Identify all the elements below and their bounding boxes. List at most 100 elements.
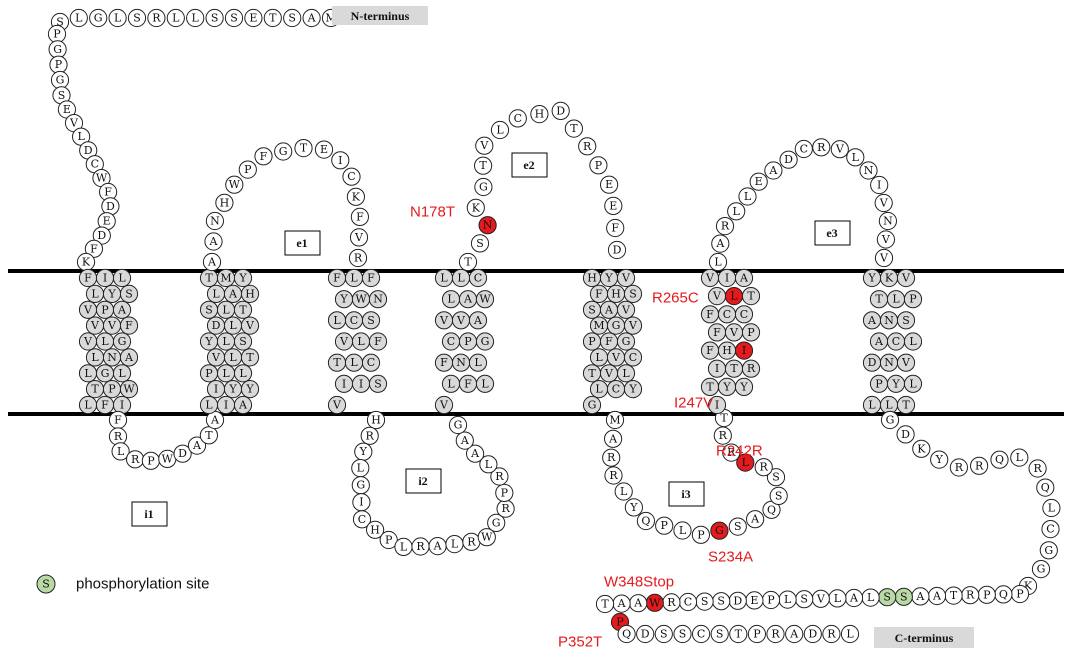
- svg-text:I: I: [103, 272, 107, 285]
- svg-text:H: H: [371, 414, 381, 427]
- residue-tm7: P: [869, 374, 889, 393]
- residue-tm5: A: [599, 300, 619, 319]
- svg-text:I: I: [214, 383, 218, 396]
- svg-text:R: R: [467, 535, 476, 548]
- residue-i3: P: [691, 525, 711, 544]
- svg-text:K: K: [472, 201, 481, 214]
- svg-text:A: A: [617, 597, 627, 610]
- svg-text:A: A: [124, 351, 134, 364]
- legend: S phosphorylation site: [36, 574, 209, 594]
- svg-text:A: A: [768, 164, 778, 177]
- residue-tm6: V: [724, 323, 744, 342]
- svg-text:E: E: [750, 594, 758, 607]
- residue-tm4: W: [475, 290, 495, 309]
- svg-text:C: C: [447, 335, 455, 348]
- residue-c-tail-b: P: [1010, 584, 1030, 604]
- svg-text:V: V: [835, 143, 845, 156]
- residue-c-tail-b: R: [961, 586, 980, 605]
- svg-text:L: L: [485, 458, 493, 471]
- svg-text:F: F: [706, 344, 714, 357]
- residue-e3: N: [859, 161, 878, 180]
- residue-i2: H: [366, 410, 386, 430]
- svg-text:V: V: [879, 252, 889, 265]
- residue-i3: G: [710, 521, 729, 540]
- svg-text:A: A: [210, 414, 220, 427]
- svg-text:V: V: [621, 303, 631, 316]
- residue-tm3: W: [351, 290, 371, 309]
- residue-tm7: V: [896, 268, 916, 288]
- svg-text:H: H: [370, 523, 380, 536]
- svg-text:L: L: [400, 540, 408, 553]
- svg-text:F: F: [706, 308, 714, 321]
- svg-text:P: P: [595, 159, 603, 172]
- residue-tm7: K: [879, 268, 899, 288]
- svg-text:D: D: [868, 356, 877, 369]
- svg-text:L: L: [333, 314, 341, 327]
- svg-text:P: P: [983, 588, 991, 601]
- svg-text:P: P: [616, 616, 624, 629]
- svg-text:L: L: [77, 130, 85, 143]
- residue-c-tail-a: Q: [990, 450, 1009, 469]
- residue-tm1: F: [78, 268, 98, 288]
- residue-c-tail-b: S: [795, 590, 814, 609]
- residue-tm1: L: [112, 364, 132, 383]
- svg-text:e1: e1: [296, 236, 307, 250]
- residue-n-tail: L: [69, 8, 88, 28]
- mutation-label-n178t: N178T: [410, 204, 455, 221]
- svg-text:S: S: [476, 237, 484, 250]
- svg-text:L: L: [885, 399, 893, 412]
- residue-tm1: V: [85, 316, 105, 335]
- svg-text:M: M: [220, 272, 231, 285]
- svg-text:T: T: [570, 122, 578, 135]
- svg-text:G: G: [622, 335, 631, 348]
- svg-text:A: A: [789, 628, 799, 641]
- residue-e1: P: [238, 160, 257, 179]
- mutation-label-p352t: P352T: [558, 634, 602, 651]
- svg-text:G: G: [101, 367, 110, 380]
- mutation-label-s234a: S234A: [708, 549, 753, 566]
- residue-c-tail-b: L: [778, 590, 797, 609]
- residue-c-tail-c: D: [803, 624, 822, 644]
- residue-tm1: Y: [102, 284, 122, 303]
- residue-tm6: Y: [734, 377, 754, 396]
- svg-text:S: S: [629, 287, 637, 300]
- residue-i3: L: [736, 453, 755, 472]
- residue-i1: D: [173, 444, 192, 463]
- svg-text:S: S: [58, 89, 66, 102]
- residue-tm4: F: [434, 353, 454, 372]
- residue-c-tail-c: S: [673, 624, 692, 644]
- residue-e3: L: [708, 252, 728, 272]
- svg-text:K: K: [885, 272, 894, 285]
- svg-text:H: H: [535, 108, 545, 121]
- svg-text:L: L: [852, 151, 860, 164]
- svg-text:Y: Y: [359, 445, 368, 458]
- residue-tm5: V: [616, 268, 636, 288]
- residue-e1: R: [348, 248, 368, 268]
- svg-text:R: R: [609, 469, 618, 482]
- residue-n-tail: L: [108, 8, 127, 28]
- residue-n-loop: P: [47, 24, 67, 44]
- svg-text:T: T: [246, 351, 254, 364]
- svg-text:P: P: [385, 534, 393, 547]
- svg-text:S: S: [883, 591, 891, 604]
- svg-text:T: T: [205, 272, 213, 285]
- svg-text:F: F: [440, 356, 448, 369]
- svg-text:V: V: [83, 335, 93, 348]
- svg-text:S: S: [588, 303, 596, 316]
- residue-tm6: I: [707, 395, 727, 415]
- svg-text:H: H: [587, 272, 597, 285]
- svg-text:Q: Q: [767, 503, 776, 516]
- residue-tm1: F: [95, 395, 115, 415]
- svg-text:P: P: [55, 58, 63, 71]
- svg-text:D: D: [901, 428, 910, 441]
- svg-text:P: P: [147, 454, 155, 467]
- svg-text:L: L: [451, 538, 459, 551]
- svg-text:L: L: [118, 272, 126, 285]
- residue-i1: R: [126, 450, 145, 469]
- svg-text:Y: Y: [228, 383, 237, 396]
- svg-text:D: D: [106, 200, 115, 213]
- svg-text:L: L: [350, 356, 358, 369]
- svg-text:L: L: [84, 367, 92, 380]
- residue-i2: Y: [354, 442, 373, 461]
- residue-n-tail: A: [302, 8, 321, 28]
